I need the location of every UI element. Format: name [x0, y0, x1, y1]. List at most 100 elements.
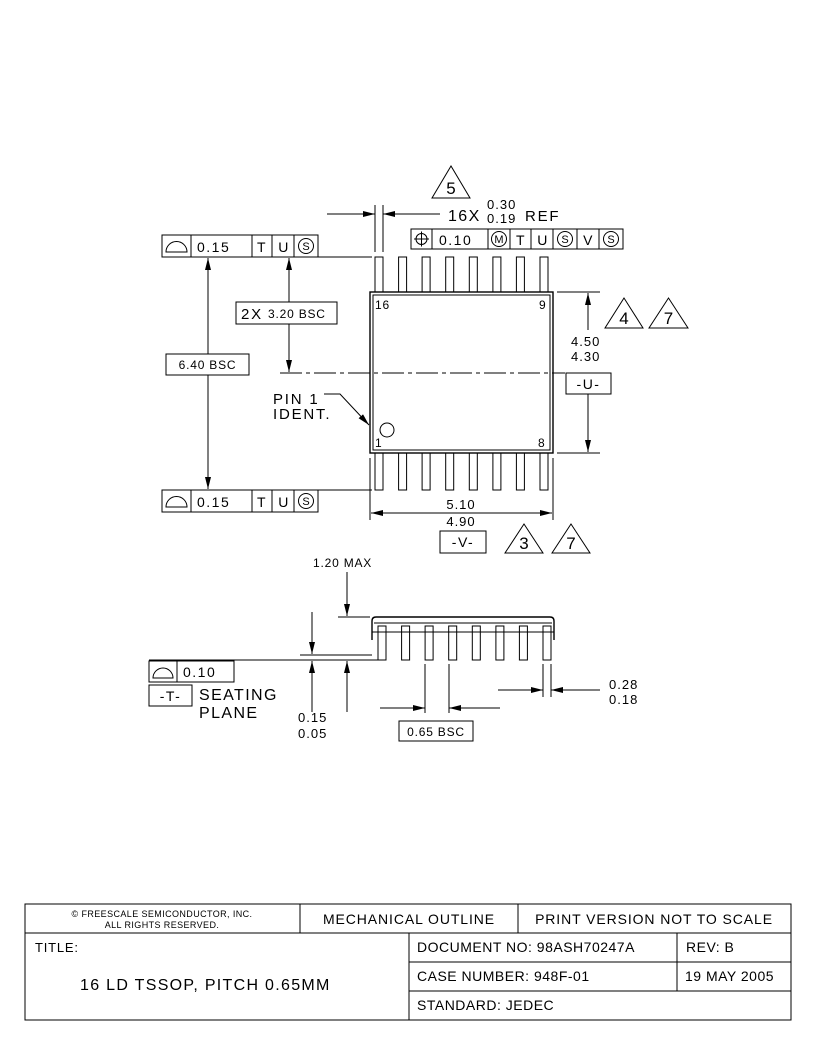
frame-tolerance: 0.15: [197, 239, 230, 255]
dimension-box: [165, 353, 250, 376]
lead-bottom-pin-3: [421, 452, 431, 491]
modifier-circle: [298, 493, 314, 509]
case-number: CASE NUMBER: 948F-01: [417, 968, 590, 984]
lead-count: 16X: [448, 208, 481, 225]
dimension-half-width: 2X 3.20 BSC: [235, 258, 338, 372]
standoff-min: 0.05: [298, 726, 327, 741]
modifier-circle: [557, 231, 573, 247]
drawing-title: 16 LD TSSOP, PITCH 0.65MM: [80, 977, 331, 994]
standard: STANDARD: JEDEC: [417, 997, 554, 1013]
lead-pitch-value: 0.65 BSC: [407, 725, 465, 739]
lead-side-5: [471, 625, 481, 661]
print-version-note: PRINT VERSION NOT TO SCALE: [535, 911, 773, 927]
seating-datum: -T- SEATING PLANE: [148, 684, 278, 722]
frame-modifier: S: [302, 496, 309, 508]
frame-modifier: S: [302, 241, 309, 253]
frame-tertiary-modifier: S: [607, 234, 614, 246]
seating-label-line2: PLANE: [199, 705, 258, 722]
pin1-ident-line1: PIN 1: [273, 391, 320, 408]
note-triangle-icon: [604, 297, 644, 329]
frame-tolerance: 0.10: [183, 664, 216, 680]
note-number: 4: [619, 309, 628, 328]
dimension-box: [235, 301, 338, 325]
body-width-max: 4.50: [571, 334, 600, 349]
dimension-standoff: 0.15 0.05: [298, 612, 372, 741]
lead-bottom-pin-1: [374, 452, 384, 491]
frame-border: [161, 234, 319, 258]
body-length-min: 4.90: [446, 514, 475, 529]
lead-side-7: [518, 625, 528, 661]
frame-border: [161, 489, 319, 513]
lead-bottom-pin-2: [398, 452, 408, 491]
bottom-lead-row: [374, 452, 549, 491]
pin-number-1: 1: [375, 436, 382, 450]
lead-top-pin-12: [468, 256, 478, 293]
pin-number-16: 16: [375, 298, 390, 312]
note-triangle-icon: [648, 297, 689, 329]
lead-top-pin-14: [421, 256, 431, 293]
modifier-circle: [298, 238, 314, 254]
lead-bottom-pin-7: [515, 452, 525, 491]
revision-date: 19 MAY 2005: [685, 968, 774, 984]
note-number: 3: [519, 534, 528, 553]
body-length-max: 5.10: [446, 497, 475, 512]
pin1-ident-callout: PIN 1 IDENT.: [273, 391, 370, 426]
datum-u-label: -U-: [577, 376, 601, 392]
document-number: DOCUMENT NO: 98ASH70247A: [417, 939, 635, 955]
dimension-value: 6.40 BSC: [179, 358, 237, 372]
top-lead-row: [374, 256, 549, 293]
profile-frame-top: 0.15 T U S: [161, 234, 319, 258]
dimension-lead-width: 16X 0.30 0.19 REF 5: [327, 165, 560, 252]
pin-number-9: 9: [539, 298, 546, 312]
datum-t-label: -T-: [160, 688, 182, 704]
modifier-circle: [491, 231, 507, 247]
lead-thickness-min: 0.18: [609, 692, 638, 707]
title-block: © FREESCALE SEMICONDUCTOR, INC. ALL RIGH…: [24, 903, 792, 1021]
dimension-body-width: 4.50 4.30 -U- 4 7: [557, 291, 689, 454]
lead-bottom-pin-4: [445, 452, 455, 491]
profile-icon: [152, 667, 174, 679]
flatness-frame: 0.10: [148, 660, 235, 683]
frame-datum-primary: T: [516, 232, 526, 248]
lead-bottom-pin-5: [468, 452, 478, 491]
pin1-leader-line: [324, 393, 370, 426]
frame-tolerance: 0.10: [439, 232, 472, 248]
profile-frame-bottom: 0.15 T U S: [161, 489, 319, 513]
seating-label-line1: SEATING: [199, 687, 278, 704]
dimension-overall-width: 6.40 BSC: [165, 258, 250, 489]
pin1-ident-dot: [379, 422, 395, 438]
lead-side-8: [542, 625, 552, 661]
note-number: 5: [446, 179, 455, 198]
datum-v-label: -V-: [452, 534, 474, 550]
lead-bottom-pin-8: [539, 452, 549, 491]
datum-box: [439, 530, 487, 554]
frame-material-modifier: M: [494, 234, 503, 246]
standoff-max: 0.15: [298, 710, 327, 725]
lead-top-pin-16: [374, 256, 384, 293]
lead-top-pin-15: [398, 256, 408, 293]
frame-datum-tertiary: V: [583, 232, 594, 248]
note-number: 7: [664, 309, 673, 328]
lead-side-4: [448, 625, 458, 661]
lead-side-2: [401, 625, 411, 661]
position-icon: [414, 231, 429, 247]
lead-side-3: [424, 625, 434, 661]
lead-width-min: 0.19: [487, 211, 516, 226]
modifier-circle: [603, 231, 619, 247]
lead-width-ref: REF: [525, 208, 560, 225]
lead-width-max: 0.30: [487, 197, 516, 212]
revision: REV: B: [686, 939, 734, 955]
copyright-line1: © FREESCALE SEMICONDUCTOR, INC.: [72, 909, 253, 919]
lead-side-6: [495, 625, 505, 661]
dimension-body-length: 5.10 4.90 -V- 3 7: [369, 458, 591, 554]
frame-border: [410, 228, 624, 250]
frame-datum-secondary: U: [278, 494, 290, 510]
frame-datum-primary: T: [257, 494, 267, 510]
frame-datum-primary: T: [257, 239, 267, 255]
position-frame: 0.10 M T U S V S: [410, 228, 624, 250]
dimension-overall-height: 1.20 MAX: [313, 556, 371, 712]
dimension-box: [398, 720, 474, 742]
mechanical-outline-label: MECHANICAL OUTLINE: [323, 911, 495, 927]
pin-number-8: 8: [538, 436, 545, 450]
dimension-lead-pitch: 0.65 BSC: [380, 664, 500, 742]
